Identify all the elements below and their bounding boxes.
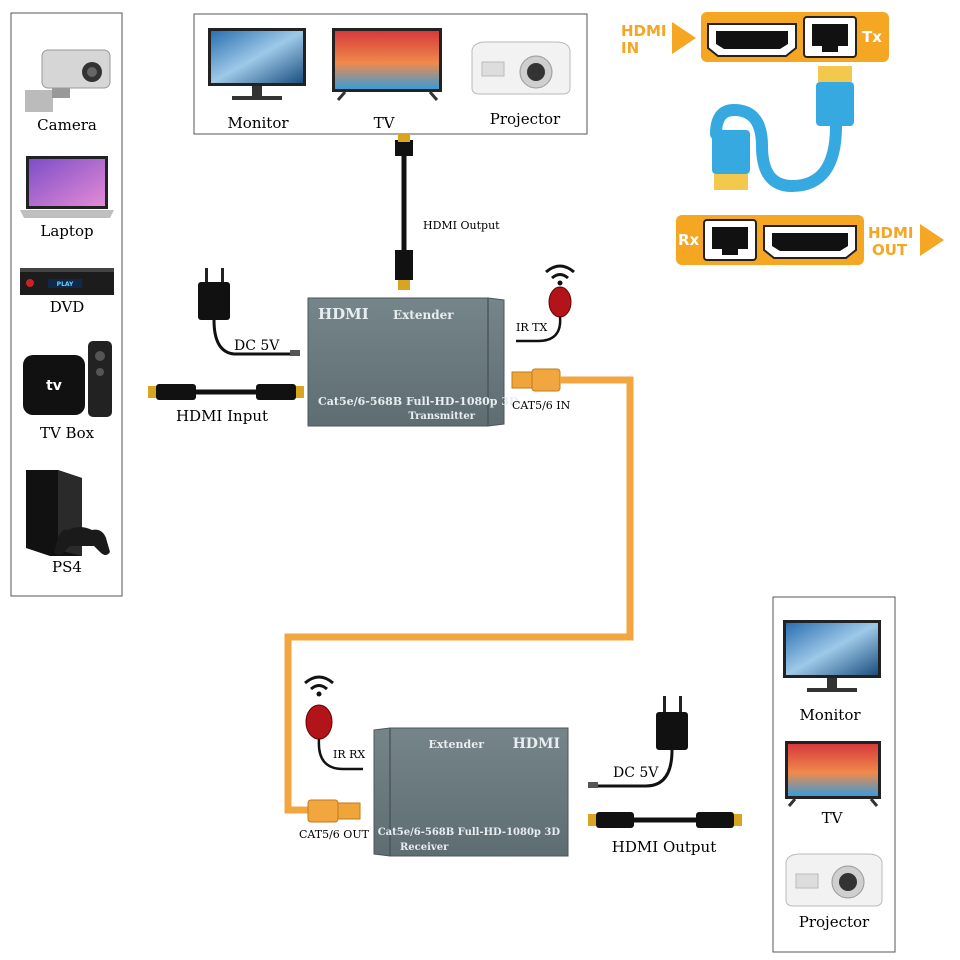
tx-hdmi-input-cable bbox=[148, 384, 304, 400]
tx-cat-label: CAT5/6 IN bbox=[512, 399, 571, 412]
laptop-icon bbox=[20, 156, 114, 218]
rj45-port-icon bbox=[803, 16, 857, 58]
dvd-screen-text: PLAY bbox=[57, 281, 74, 288]
bottom-displays-panel: Monitor TV Projector bbox=[772, 596, 896, 953]
hdmi-in-arrow: HDMI IN bbox=[621, 22, 696, 57]
bottom-display-label-tv: TV bbox=[822, 809, 844, 827]
hdmi-out-arrow: HDMI OUT bbox=[868, 224, 944, 259]
legend-tx: Tx bbox=[862, 28, 882, 46]
hdmi-port-icon bbox=[763, 225, 857, 259]
top-displays-panel: Monitor TV Projector bbox=[193, 13, 588, 135]
projector-icon bbox=[471, 41, 571, 95]
tx-hdmi-output-cable bbox=[395, 134, 413, 290]
rx-hdmi-output-label: HDMI Output bbox=[612, 838, 716, 856]
sources-panel: PLAY tv Camera Laptop DVD TV Box PS4 bbox=[10, 12, 123, 597]
tx-spec-line: Cat5e/6-568B Full-HD-1080p 3D bbox=[318, 395, 519, 408]
source-label-dvd: DVD bbox=[50, 298, 85, 316]
tx-title: Extender bbox=[393, 308, 454, 322]
monitor-icon bbox=[208, 28, 306, 100]
rx-cat-label: CAT5/6 OUT bbox=[299, 828, 370, 841]
hdmi-port-icon bbox=[707, 23, 797, 57]
transmitter-box: HDMI Extender Cat5e/6-568B Full-HD-1080p… bbox=[307, 297, 519, 427]
top-display-label-monitor: Monitor bbox=[227, 114, 289, 132]
tvbox-text: tv bbox=[46, 378, 62, 394]
tv-icon bbox=[332, 28, 442, 101]
rx-ir-receiver bbox=[304, 675, 363, 771]
legend-rx: Rx bbox=[678, 231, 700, 249]
tv-icon bbox=[785, 741, 881, 807]
legend-hdmi-in-line1: HDMI bbox=[621, 22, 667, 40]
source-label-camera: Camera bbox=[37, 116, 97, 134]
rx-dc-label: DC 5V bbox=[613, 765, 659, 781]
tx-ir-label: IR TX bbox=[516, 321, 547, 334]
tx-dc-label: DC 5V bbox=[234, 338, 280, 354]
cat-cable bbox=[284, 376, 634, 814]
rj45-port-icon bbox=[703, 219, 757, 261]
wifi-signal-icon bbox=[304, 675, 334, 685]
source-label-ps4: PS4 bbox=[52, 558, 82, 576]
rx-hdmi-output-cable bbox=[588, 812, 742, 828]
projector-icon bbox=[785, 853, 883, 907]
rx-title: Extender bbox=[428, 738, 484, 751]
connection-legend: HDMI IN Tx Rx bbox=[621, 12, 944, 265]
source-label-tv-box: TV Box bbox=[40, 424, 95, 442]
legend-hdmi-in-line2: IN bbox=[621, 39, 639, 57]
tx-ir-emitter bbox=[516, 264, 575, 343]
legend-hdmi-out-line2: OUT bbox=[872, 241, 908, 259]
tx-role: Transmitter bbox=[408, 411, 475, 422]
wifi-signal-icon bbox=[545, 264, 575, 274]
source-label-laptop: Laptop bbox=[40, 222, 93, 240]
receiver-box: HDMI Extender Cat5e/6-568B Full-HD-1080p… bbox=[373, 727, 569, 857]
blue-network-cable bbox=[710, 66, 854, 193]
top-display-label-projector: Projector bbox=[490, 110, 561, 128]
tx-power-adapter bbox=[198, 268, 300, 356]
top-display-label-tv: TV bbox=[374, 114, 396, 132]
rx-role: Receiver bbox=[400, 842, 449, 853]
tx-cat-connector bbox=[511, 368, 561, 392]
tx-brand-logo: HDMI bbox=[318, 305, 369, 323]
rx-brand-logo: HDMI bbox=[513, 736, 560, 752]
ps4-console-icon bbox=[26, 470, 110, 556]
camera-icon bbox=[25, 49, 111, 112]
rx-cat-connector bbox=[307, 799, 361, 823]
rx-spec-line: Cat5e/6-568B Full-HD-1080p 3D bbox=[378, 827, 561, 838]
bottom-display-label-projector: Projector bbox=[799, 913, 870, 931]
tx-hdmi-output-label: HDMI Output bbox=[423, 219, 500, 232]
bottom-display-label-monitor: Monitor bbox=[799, 706, 861, 724]
legend-hdmi-out-line1: HDMI bbox=[868, 224, 914, 242]
tv-box-icon: tv bbox=[23, 341, 112, 417]
monitor-icon bbox=[783, 620, 881, 692]
rx-power-adapter bbox=[588, 696, 688, 788]
rx-ir-label: IR RX bbox=[333, 748, 365, 761]
dvd-player-icon: PLAY bbox=[20, 268, 114, 295]
tx-hdmi-input-label: HDMI Input bbox=[176, 407, 268, 425]
